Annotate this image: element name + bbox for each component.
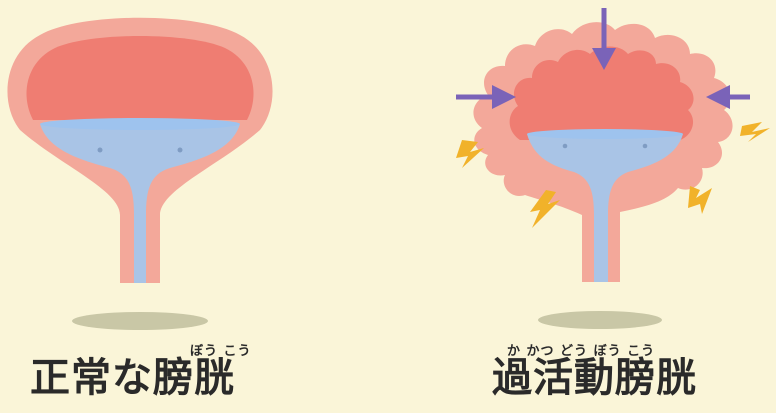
normal-bladder-illustration xyxy=(7,18,272,330)
overactive-bladder-orifice-left xyxy=(563,144,568,149)
overactive-bladder-orifice-right xyxy=(643,144,648,149)
overactive-bladder-title: 過活動膀胱 xyxy=(492,358,697,398)
lightning-icon xyxy=(740,122,770,142)
normal-bladder-orifice-left xyxy=(98,148,103,153)
overactive-bladder-shadow xyxy=(538,311,662,329)
lightning-icon xyxy=(688,186,712,214)
overactive-bladder-illustration xyxy=(456,8,770,329)
normal-bladder-cavity xyxy=(26,36,253,120)
overactive-bladder-urine-surface xyxy=(527,129,683,139)
normal-bladder-urine-surface xyxy=(40,118,240,130)
normal-bladder-urine xyxy=(40,124,240,283)
normal-bladder-shadow xyxy=(72,312,208,330)
normal-bladder-title: 正常な膀胱 xyxy=(30,358,235,398)
normal-bladder-orifice-right xyxy=(178,148,183,153)
